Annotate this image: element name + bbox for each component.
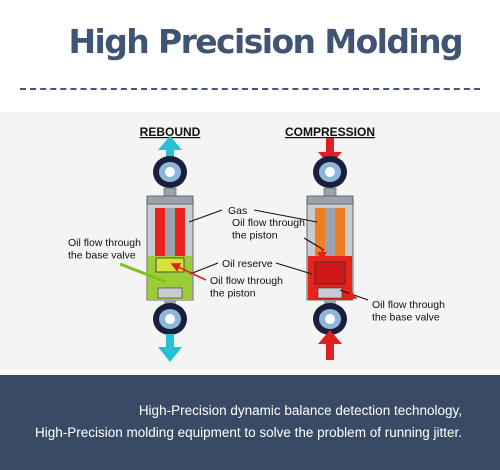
- dashed-divider: [20, 88, 480, 90]
- rebound-top-eye: [153, 156, 187, 188]
- rebound-down-arrow-icon: [158, 334, 182, 362]
- compression-base-valve-label: Oil flow through the base valve: [372, 299, 448, 324]
- rebound-bottom-eye: [153, 300, 187, 335]
- rebound-piston-flow-label: Oil flow through the piston: [210, 275, 286, 300]
- footer-line-2: High-Precision molding equipment to solv…: [35, 425, 462, 440]
- footer-line-1: High-Precision dynamic balance detection…: [138, 403, 462, 418]
- shock-absorber-diagram: REBOUND: [0, 112, 500, 370]
- rebound-heading: REBOUND: [140, 125, 201, 139]
- footer-banner: High-Precision dynamic balance detection…: [0, 375, 500, 470]
- compression-top-eye: [313, 156, 347, 188]
- page-title: High Precision Molding: [68, 22, 463, 61]
- rebound-base-valve-flow-arrow-icon: [119, 262, 167, 284]
- flow-arrows: [170, 248, 358, 300]
- compression-piston-flow-label: Oil flow through the piston: [232, 217, 308, 242]
- gas-label: Gas: [228, 205, 247, 217]
- diagram-svg: REBOUND: [68, 125, 448, 362]
- compression-up-arrow-icon: [318, 330, 342, 360]
- compression-heading: COMPRESSION: [285, 125, 375, 139]
- rebound-base-valve-label: Oil flow through the base valve: [68, 237, 144, 262]
- rebound-piston: [155, 257, 185, 273]
- compression-piston: [314, 261, 346, 285]
- oil-reserve-label: Oil reserve: [222, 258, 273, 270]
- compression-bottom-eye: [313, 300, 347, 335]
